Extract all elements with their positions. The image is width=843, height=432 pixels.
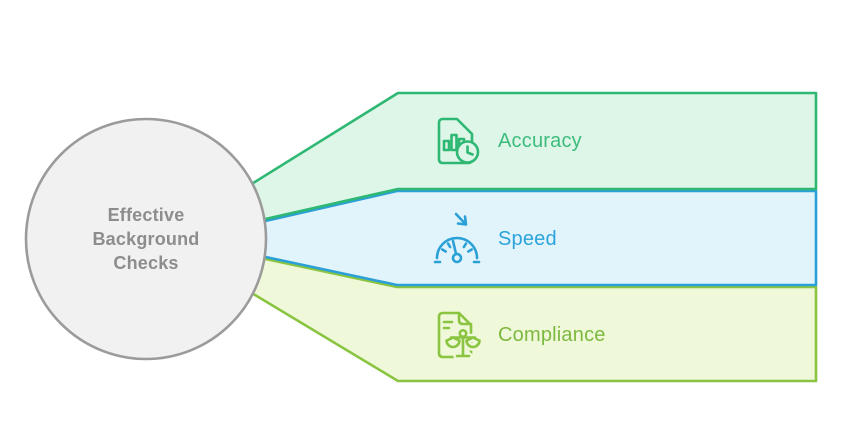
branch-speed: Speed: [429, 211, 557, 267]
compliance-label: Compliance: [498, 323, 606, 346]
hub-circle: [24, 117, 268, 361]
branch-compliance: Compliance: [429, 307, 606, 363]
speedometer-arrow-icon: [433, 212, 481, 264]
speed-label: Speed: [498, 227, 557, 250]
accuracy-label: Accuracy: [498, 129, 582, 152]
document-bar-chart-clock-icon: [437, 117, 480, 165]
document-scales-icon: [437, 311, 484, 360]
branch-accuracy: Accuracy: [429, 113, 582, 169]
hub-title: Effective Background Checks: [92, 205, 200, 273]
